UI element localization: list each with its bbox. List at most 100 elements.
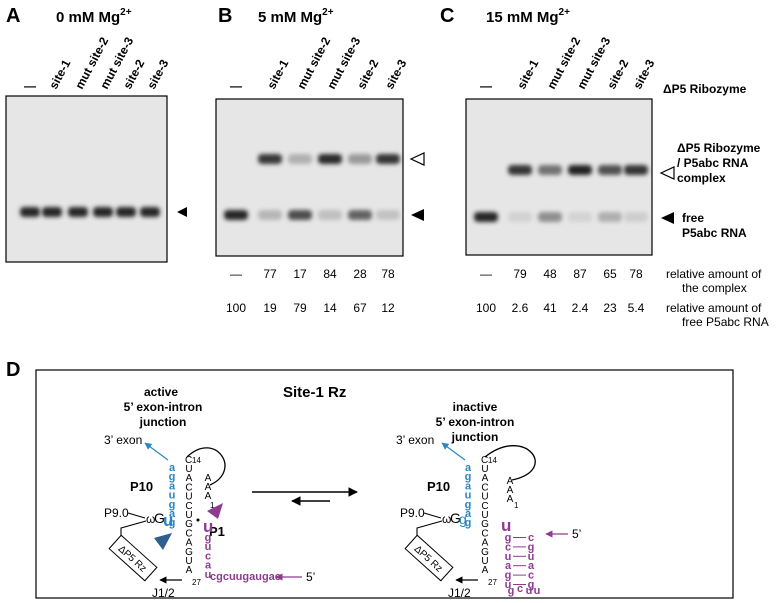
quant-b_complex-2: 17 bbox=[293, 267, 307, 281]
diagram-title: Site-1 Rz bbox=[283, 384, 346, 401]
rel-free-label-1: relative amount of bbox=[666, 301, 762, 315]
active-black-nt-7: C bbox=[185, 528, 192, 539]
active-n14: 14 bbox=[192, 456, 201, 465]
active-blue-arrowhead bbox=[154, 533, 172, 550]
quant-c_free-0: 100 bbox=[476, 301, 496, 315]
active-purple-nt-0: g bbox=[205, 532, 212, 544]
active-exon3-label: 3’ exon bbox=[104, 433, 142, 447]
quant-c_complex-4: 65 bbox=[603, 267, 617, 281]
inactive-p9-label: P9.0 bbox=[400, 506, 425, 520]
inactive-blue-nt-1: g bbox=[465, 471, 472, 483]
gel-c-free-band-0 bbox=[474, 212, 498, 222]
inactive-black-nt-10: U bbox=[481, 556, 488, 567]
active-n1: 1 bbox=[210, 501, 215, 510]
complex-arrow-c bbox=[659, 166, 675, 180]
active-heading-3: junction bbox=[139, 415, 187, 429]
quant-c_complex-5: 78 bbox=[629, 267, 643, 281]
active-black-nt-1: A bbox=[186, 473, 193, 484]
inactive-hairpin-loop-1: c bbox=[517, 583, 523, 595]
inactive-black-nt-11: A bbox=[482, 565, 489, 576]
quant-c_free-4: 23 bbox=[603, 301, 617, 315]
quant-b_complex-5: 78 bbox=[381, 267, 395, 281]
active-a-nt-2: A bbox=[205, 491, 212, 502]
rel-complex-label-2: the complex bbox=[682, 281, 747, 295]
active-pair-dot bbox=[196, 518, 200, 522]
active-blue-nt-6: g bbox=[169, 517, 176, 529]
inactive-hairpin-right-4: c bbox=[528, 570, 534, 582]
active-blue-nt-2: a bbox=[169, 480, 176, 492]
gel-a-free-band-0 bbox=[20, 207, 40, 217]
active-5prime-label: 5’ bbox=[306, 570, 315, 584]
active-p10-label: P10 bbox=[130, 479, 153, 494]
inactive-blue-nt-0: a bbox=[465, 462, 472, 474]
rel-complex-label-1: relative amount of bbox=[666, 267, 762, 281]
active-purple-nt-2: c bbox=[205, 550, 211, 562]
active-black-nt-10: U bbox=[185, 556, 192, 567]
quant-b_free-4: 67 bbox=[353, 301, 367, 315]
active-purple-nt-4: u bbox=[205, 569, 212, 581]
free-label-2: P5abc RNA bbox=[682, 226, 747, 240]
gel-c-complex-band-5 bbox=[624, 165, 648, 175]
quant-b_free-3: 14 bbox=[323, 301, 337, 315]
gel-c-complex-band-1 bbox=[508, 165, 532, 175]
inactive-black-nt-5: U bbox=[481, 510, 488, 521]
panel-b-letter: B bbox=[218, 5, 232, 27]
inactive-a-nt-2: A bbox=[507, 494, 514, 505]
free-arrow-a bbox=[177, 207, 187, 217]
inactive-black-nt-1: A bbox=[482, 473, 489, 484]
inactive-p10-label: P10 bbox=[427, 479, 450, 494]
inactive-n1: 1 bbox=[514, 501, 519, 510]
gel-b-free-band-5 bbox=[376, 210, 400, 220]
free-arrow-c bbox=[661, 212, 674, 224]
gel-c bbox=[465, 98, 653, 256]
gel-b-complex-band-3 bbox=[318, 154, 342, 164]
inactive-heading-2: 5’ exon-intron bbox=[436, 415, 515, 429]
inactive-hairpin-left-1: c bbox=[505, 541, 511, 553]
quant-b_complex-0: — bbox=[230, 267, 242, 281]
gel-b-complex-band-1 bbox=[258, 154, 282, 164]
active-exon3-arrow bbox=[144, 442, 169, 461]
complex-label-2: / P5abc RNA bbox=[677, 156, 749, 170]
inactive-hairpin-right-2: u bbox=[528, 551, 535, 563]
quant-c_complex-2: 48 bbox=[543, 267, 557, 281]
active-black-nt-6: G bbox=[185, 519, 193, 530]
active-rz-box bbox=[108, 534, 158, 582]
inactive-a-nt-1: A bbox=[507, 485, 514, 496]
inactive-hairpin-loop-3: u bbox=[534, 585, 541, 597]
inactive-loop-14 bbox=[484, 445, 536, 481]
lane-label-a-0: — bbox=[24, 79, 36, 93]
quant-c_free-5: 5.4 bbox=[628, 301, 645, 315]
quant-c_complex-0: — bbox=[480, 267, 492, 281]
inactive-n14: 14 bbox=[488, 456, 497, 465]
inactive-hairpin-loop-0: g bbox=[508, 585, 515, 597]
complex-arrow-b bbox=[409, 152, 425, 166]
inactive-hairpin-left-4: g bbox=[505, 570, 512, 582]
inactive-blue-nt-2: a bbox=[465, 480, 472, 492]
lane-label-c-5: site-3 bbox=[630, 57, 657, 92]
active-black-nt-2: C bbox=[185, 482, 192, 493]
active-blue-nt-1: g bbox=[169, 471, 176, 483]
inactive-black-nt-2: C bbox=[481, 482, 488, 493]
active-purple-arrowhead bbox=[207, 503, 223, 519]
active-bold-u-purple: u bbox=[203, 517, 213, 536]
quant-b_complex-1: 77 bbox=[263, 267, 277, 281]
active-blue-nt-4: g bbox=[169, 499, 176, 511]
gel-c-complex-band-4 bbox=[598, 165, 622, 175]
active-black-nt-3: U bbox=[185, 492, 192, 503]
quant-b_free-5: 12 bbox=[381, 301, 395, 315]
active-blue-nt-3: u bbox=[169, 490, 176, 502]
panel-a-letter: A bbox=[6, 5, 20, 27]
gel-c-free-band-4 bbox=[598, 212, 622, 222]
active-black-nt-0: U bbox=[185, 464, 192, 475]
panel-a-condition: 0 mM Mg2+ bbox=[56, 7, 132, 26]
gel-c-free-band-3 bbox=[568, 212, 592, 222]
gel-b-complex-band-5 bbox=[376, 154, 400, 164]
quant-c_complex-3: 87 bbox=[573, 267, 587, 281]
active-blue-nt-0: a bbox=[169, 462, 176, 474]
active-blue-nt-5: a bbox=[169, 508, 176, 520]
active-heading-2: 5’ exon-intron bbox=[124, 400, 203, 414]
panel-c-condition: 15 mM Mg2+ bbox=[486, 7, 570, 26]
